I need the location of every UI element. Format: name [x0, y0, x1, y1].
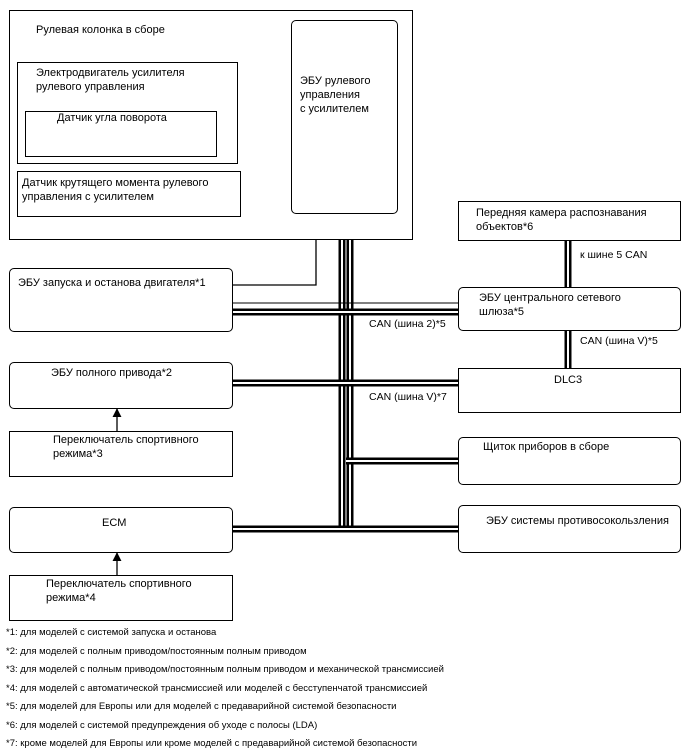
steering-column-label: Рулевая колонка в сборе	[36, 24, 165, 36]
sport-switch-awd-box	[9, 431, 233, 477]
sport-switch-ecm-box	[9, 575, 233, 621]
footnotes: *1: для моделей с системой запуска и ост…	[6, 624, 682, 754]
eps-ecu-label-2: управления	[300, 89, 360, 101]
can-bus-v-gateway-label: CAN (шина V)*5	[579, 335, 659, 347]
dlc3-box	[458, 368, 681, 413]
footnote-3: *3: для моделей с полным приводом/постоя…	[6, 664, 444, 675]
stop-start-ecu-label: ЭБУ запуска и останова двигателя*1	[18, 277, 206, 289]
pcs-ecu-box	[458, 505, 681, 553]
footnote-4: *4: для моделей с автоматической трансми…	[6, 682, 428, 694]
wiring-layer	[112, 90, 572, 575]
sport-switch-awd-label-2: режима*3	[53, 448, 103, 460]
awd-ecu-box	[9, 362, 233, 409]
footnote-2: *2: для моделей с полным приводом/постоя…	[6, 645, 307, 657]
pcs-ecu-label: ЭБУ системы противосокользления	[486, 515, 669, 527]
combination-meter-box	[458, 437, 681, 485]
gateway-ecu-box	[458, 287, 681, 331]
main-bus-vertical	[338, 212, 354, 530]
footnote-7: *7: кроме моделей для Европы или кроме м…	[6, 738, 418, 749]
sport-switch-awd-label-1: Переключатель спортивного	[53, 434, 199, 446]
can-bus-2-line	[233, 302, 458, 316]
footnote-1: *1: для моделей с системой запуска и ост…	[6, 627, 217, 638]
footnote-5: *5: для моделей для Европы или для модел…	[6, 701, 397, 712]
can-bus-v-main-label: CAN (шина V)*7	[368, 391, 448, 403]
ecm-box	[9, 507, 233, 553]
front-camera-box	[458, 201, 681, 241]
ecm-label: ECM	[102, 517, 127, 529]
stop-start-ecu-box	[9, 268, 233, 332]
sport-switch-ecm-label-1: Переключатель спортивного	[46, 578, 192, 590]
gateway-ecu-label-1: ЭБУ центрального сетевого	[479, 292, 621, 304]
torque-sensor-label-1: Датчик крутящего момента рулевого	[22, 177, 209, 189]
torque-sensor-box	[17, 171, 241, 217]
eps-motor-label-2: рулевого управления	[36, 81, 145, 93]
can-bus-2-label: CAN (шина 2)*5	[368, 318, 447, 330]
combination-meter-label: Щиток приборов в сборе	[483, 441, 610, 453]
bus5-can-label: к шине 5 CAN	[579, 249, 649, 261]
torque-sensor-label-2: управления с усилителем	[22, 191, 154, 203]
eps-ecu-label-1: ЭБУ рулевого	[300, 75, 371, 87]
steering-angle-sensor-box	[25, 111, 217, 157]
awd-ecu-label: ЭБУ полного привода*2	[51, 367, 173, 379]
footnote-6: *6: для моделей с системой предупреждени…	[6, 719, 318, 731]
eps-motor-label-1: Электродвигатель усилителя	[36, 67, 185, 79]
eps-ecu-label-3: с усилителем	[300, 103, 369, 115]
gateway-ecu-label-2: шлюза*5	[479, 306, 525, 318]
dlc3-label: DLC3	[554, 374, 583, 386]
eps-ecu-box	[291, 20, 398, 214]
front-camera-label-1: Передняя камера распознавания	[476, 207, 647, 219]
front-camera-label-2: объектов*6	[476, 221, 534, 233]
steering-angle-sensor-label: Датчик угла поворота	[57, 112, 167, 124]
sport-switch-ecm-label-2: режима*4	[46, 592, 96, 604]
